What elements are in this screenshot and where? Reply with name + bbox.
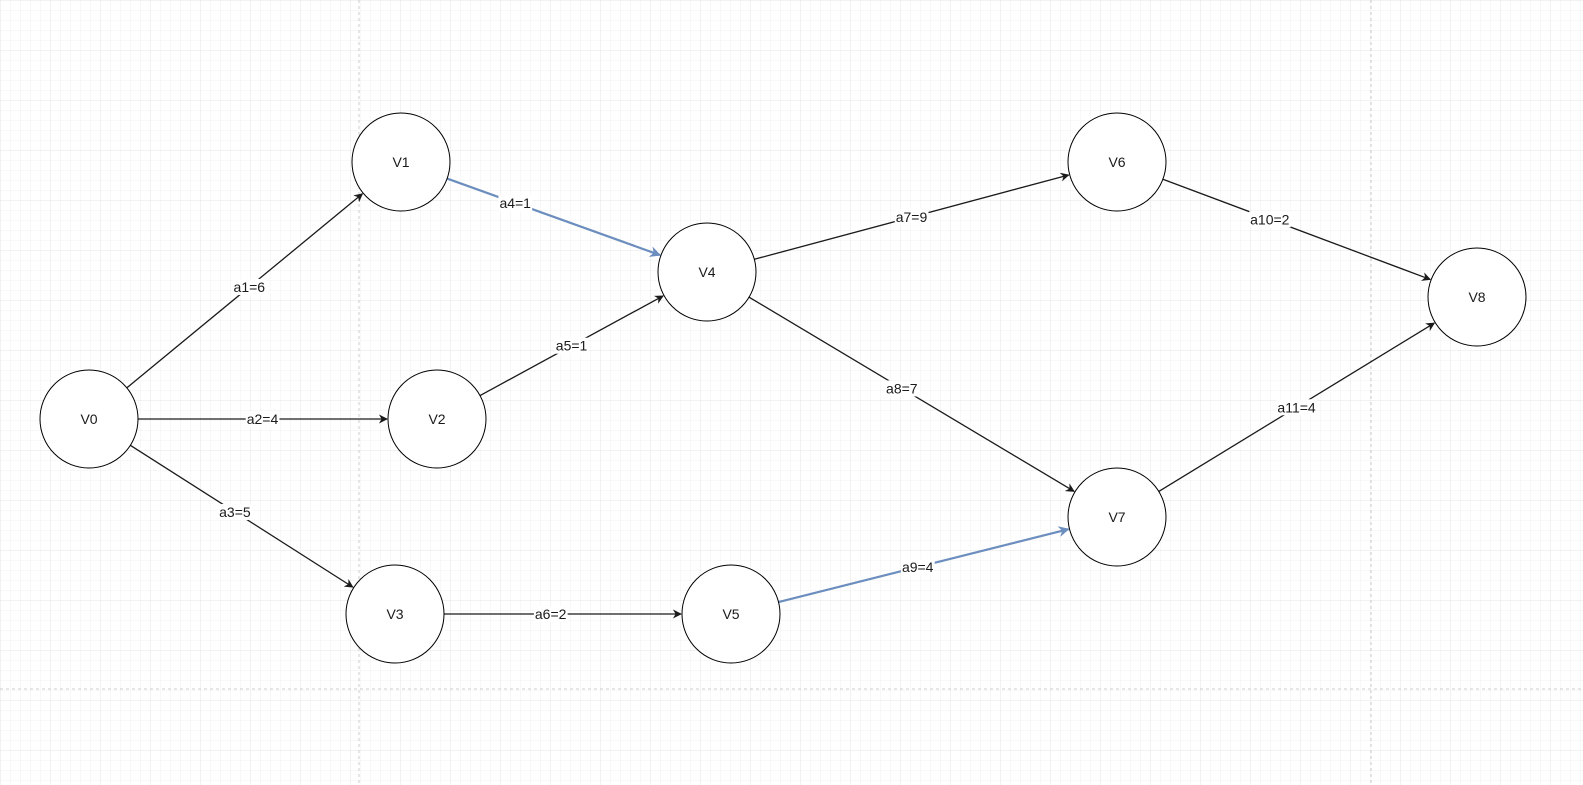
node-v2[interactable]: V2 — [387, 369, 487, 469]
node-v0[interactable]: V0 — [39, 369, 139, 469]
edge-label-text-a2: a2=4 — [247, 411, 279, 427]
node-circle-v5[interactable] — [681, 564, 781, 664]
edge-label-background-a4 — [498, 195, 533, 212]
edge-label-a2: a2=4 — [245, 411, 280, 427]
edge-label-background-a11 — [1276, 399, 1317, 416]
node-v8[interactable]: V8 — [1427, 247, 1527, 347]
edge-label-a11: a11=4 — [1276, 399, 1317, 416]
edge-label-background-a8 — [885, 380, 919, 397]
node-label-v5: V5 — [722, 606, 739, 622]
edge-label-text-a6: a6=2 — [535, 606, 567, 622]
edge-label-text-a7: a7=9 — [896, 209, 928, 225]
node-circle-v6[interactable] — [1067, 112, 1167, 212]
edge-a4-highlighted[interactable] — [446, 177, 661, 257]
edge-label-background-a7 — [894, 209, 929, 226]
node-circle-v3[interactable] — [345, 564, 445, 664]
node-circle-v4[interactable] — [657, 222, 757, 322]
edge-label-background-a5 — [554, 337, 589, 354]
edge-labels-layer: a1=6 a2=4 a3=5 a4=1 a5=1 a6=2 a7=9 a8=7 a9=4 a10=… — [218, 195, 1317, 622]
node-label-v3: V3 — [386, 606, 403, 622]
edge-label-text-a1: a1=6 — [234, 279, 266, 295]
edge-label-background-a3 — [218, 503, 252, 520]
node-circle-v0[interactable] — [39, 369, 139, 469]
edge-label-text-a10: a10=2 — [1250, 211, 1290, 227]
node-label-v1: V1 — [392, 154, 409, 170]
node-circle-v7[interactable] — [1067, 467, 1167, 567]
edge-label-text-a5: a5=1 — [556, 338, 588, 354]
node-v5[interactable]: V5 — [681, 564, 781, 664]
edge-label-text-a9: a9=4 — [902, 559, 934, 575]
edge-label-a4: a4=1 — [498, 195, 533, 212]
edge-label-a9: a9=4 — [900, 559, 935, 576]
node-circle-v1[interactable] — [351, 112, 451, 212]
node-v1[interactable]: V1 — [351, 112, 451, 212]
edge-label-background-a9 — [900, 559, 935, 576]
node-v7[interactable]: V7 — [1067, 467, 1167, 567]
node-circle-v8[interactable] — [1427, 247, 1527, 347]
edge-label-a3: a3=5 — [218, 503, 252, 520]
edge-label-background-a6 — [533, 606, 568, 622]
node-label-v2: V2 — [428, 411, 445, 427]
node-v6[interactable]: V6 — [1067, 112, 1167, 212]
node-label-v0: V0 — [80, 411, 97, 427]
edge-label-background-a1 — [232, 278, 267, 295]
edge-label-background-a2 — [245, 411, 280, 427]
edge-label-a6: a6=2 — [533, 606, 568, 622]
edge-label-a5: a5=1 — [554, 337, 589, 354]
edge-label-a7: a7=9 — [894, 209, 929, 226]
node-v4[interactable]: V4 — [657, 222, 757, 322]
edge-label-text-a4: a4=1 — [499, 195, 531, 211]
node-label-v7: V7 — [1108, 509, 1125, 525]
edge-label-text-a8: a8=7 — [886, 380, 918, 396]
node-label-v4: V4 — [698, 264, 715, 280]
edge-label-a1: a1=6 — [232, 278, 267, 295]
edge-a10[interactable] — [1162, 178, 1432, 281]
edge-label-a10: a10=2 — [1249, 211, 1291, 228]
edge-label-background-a10 — [1249, 211, 1291, 228]
edge-label-text-a3: a3=5 — [219, 504, 251, 520]
node-v3[interactable]: V3 — [345, 564, 445, 664]
edge-label-text-a11: a11=4 — [1277, 399, 1315, 415]
node-label-v8: V8 — [1468, 289, 1485, 305]
node-label-v6: V6 — [1108, 154, 1125, 170]
node-circle-v2[interactable] — [387, 369, 487, 469]
edge-label-a8: a8=7 — [885, 380, 919, 397]
